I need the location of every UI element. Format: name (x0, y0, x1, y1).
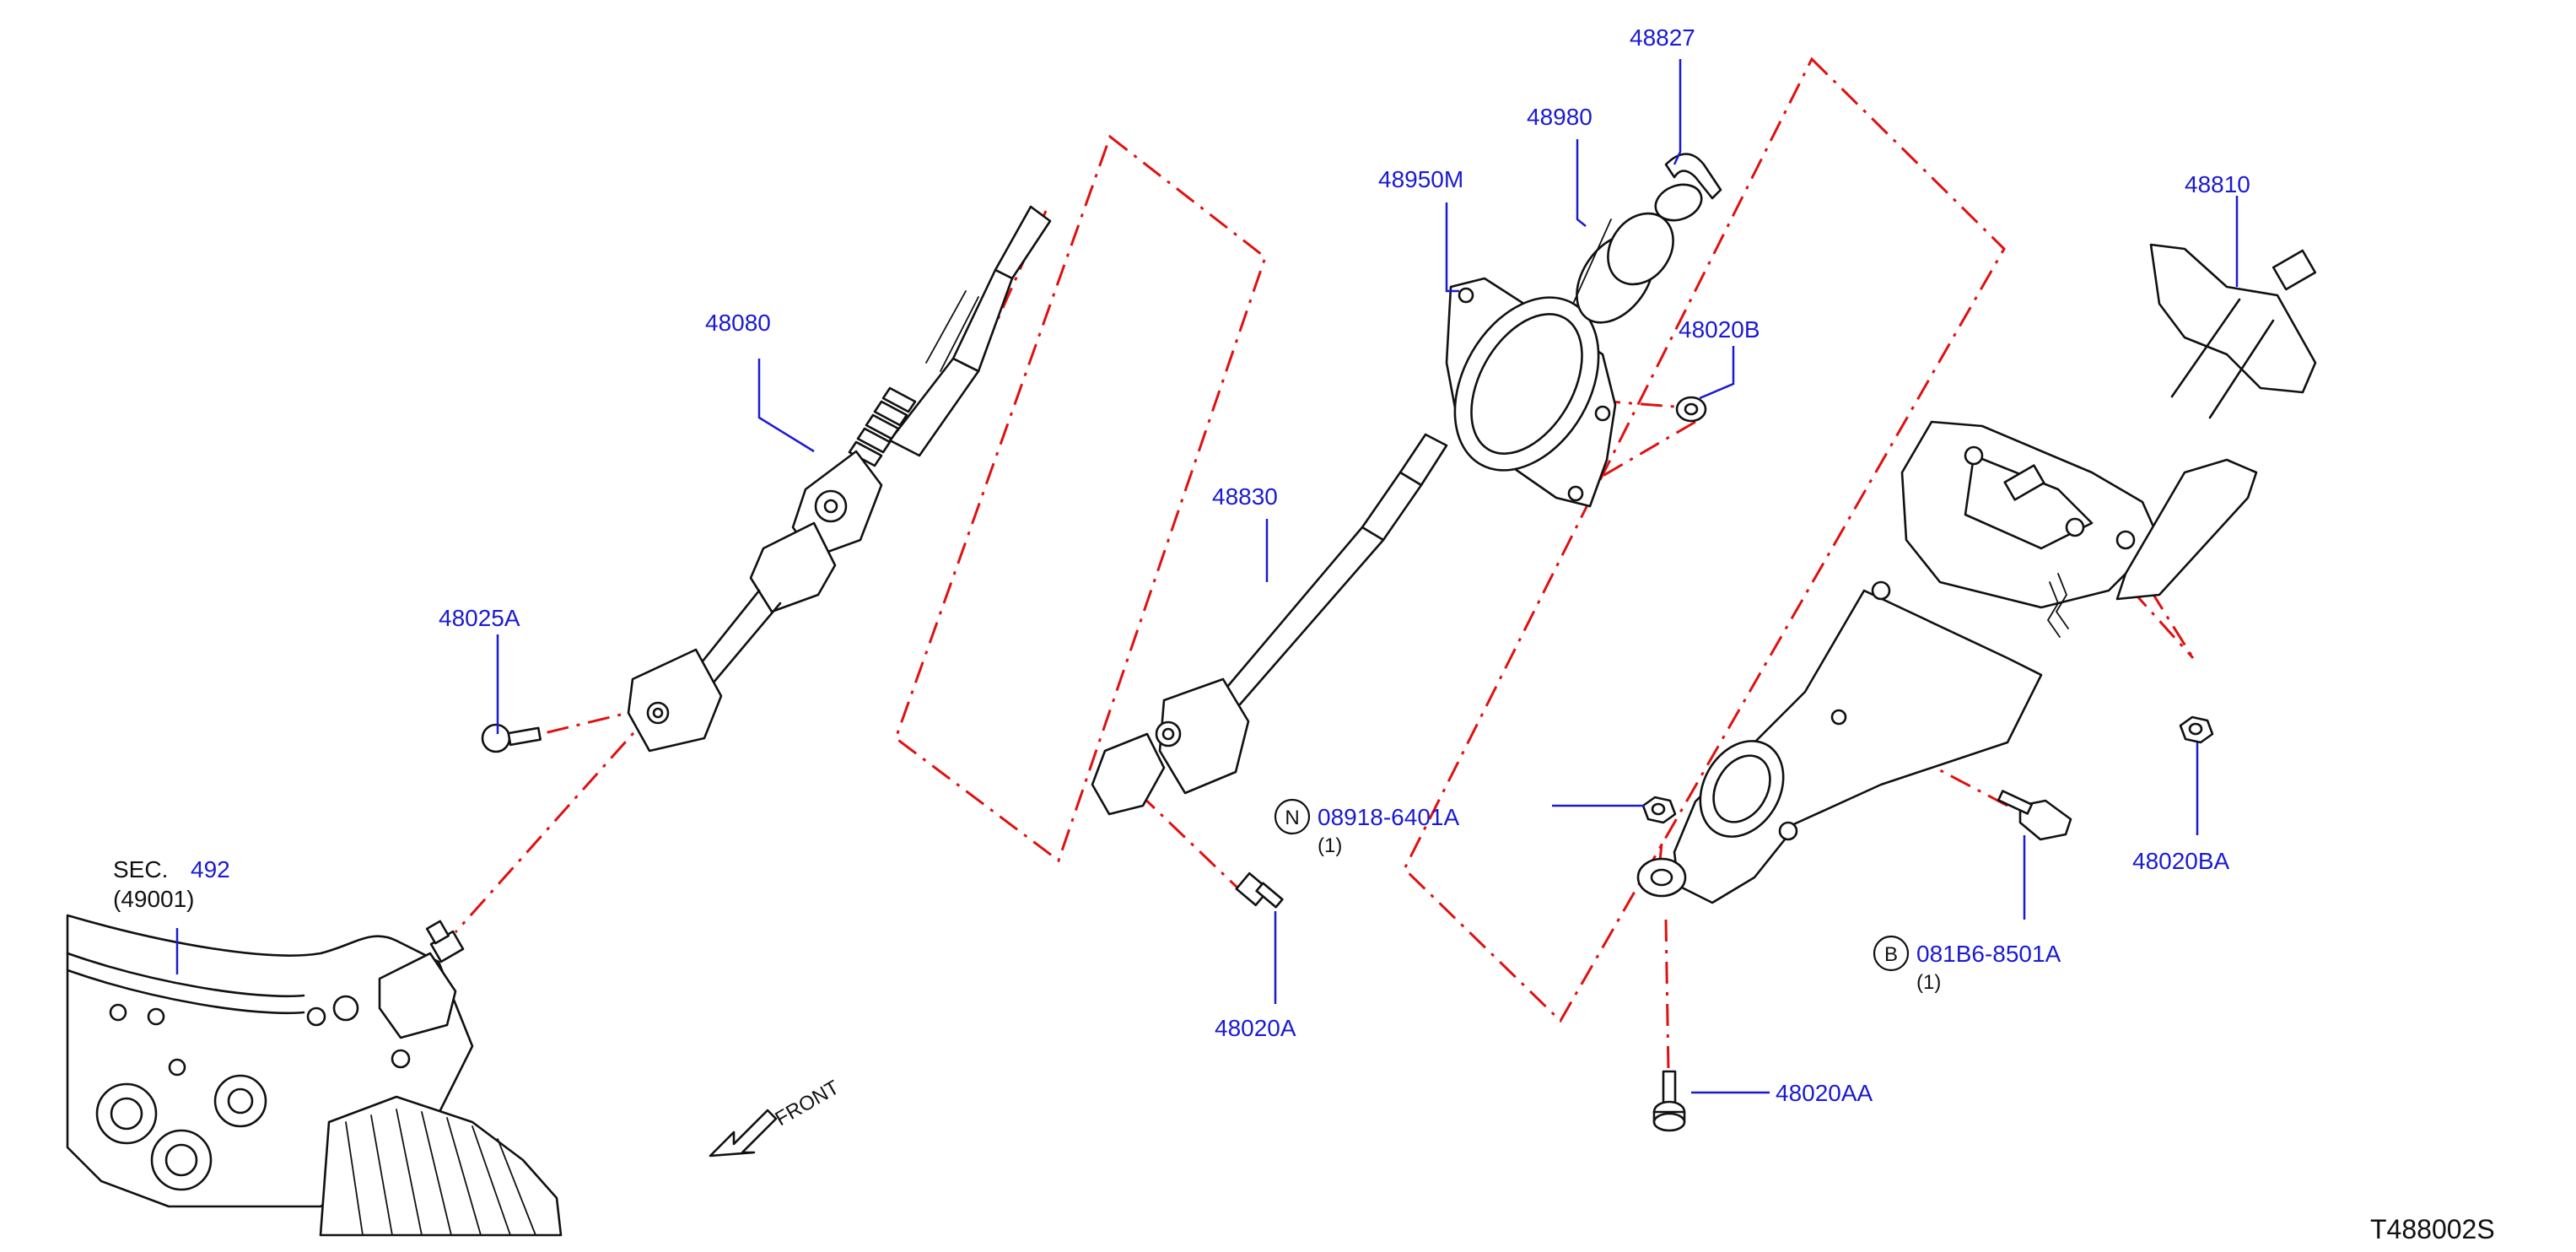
assembly-outlines (894, 57, 2006, 1023)
quantity-08918: (1) (1318, 834, 1342, 857)
b-marker-icon (1873, 935, 1910, 972)
label-48950m: 48950M (1378, 166, 1463, 192)
label-48025a: 48025A (439, 605, 520, 631)
n-marker-letter: N (1285, 807, 1299, 829)
callouts: 48827 48980 48950M 48810 48080 48020B 48… (113, 24, 2250, 1106)
nut-48020b (1675, 396, 1707, 423)
column-assembly-outline (1403, 57, 2006, 1023)
lower-shaft-48830 (1091, 433, 1448, 816)
seal-48980 (1572, 212, 1674, 324)
column-hole-cover-48950m (1445, 277, 1617, 508)
steering-column-48810 (1636, 243, 2317, 904)
label-081b6-8501a: B 081B6-8501A (1) (1873, 935, 2061, 994)
drawing-reference-code: T488002S (2370, 1214, 2495, 1244)
leader-lines (175, 59, 2239, 1094)
sec-sub-number: (49001) (113, 886, 195, 912)
label-48830: 48830 (1212, 483, 1278, 510)
label-48080: 48080 (705, 310, 771, 336)
bolt-48025a (481, 723, 542, 753)
part-number-081b6: 081B6-8501A (1916, 941, 2061, 967)
b-marker-letter: B (1884, 943, 1898, 966)
label-sec-492: SEC. 492 (49001) (113, 856, 230, 912)
intermediate-shaft-48080 (627, 205, 1052, 753)
label-48810: 48810 (2185, 171, 2250, 197)
label-48020b: 48020B (1679, 316, 1760, 343)
label-48020ba: 48020BA (2132, 848, 2230, 874)
front-label: FRONT (772, 1076, 843, 1131)
nut-08918-6401a (1641, 796, 1677, 824)
sec-number: 492 (191, 856, 230, 882)
lower-shaft-assembly-outline (894, 134, 1267, 863)
front-indicator: FRONT (709, 1076, 843, 1158)
sec-prefix: SEC. (113, 856, 168, 882)
clip-48827 (1654, 153, 1722, 222)
nut-48020ba (2179, 715, 2214, 744)
label-48020aa: 48020AA (1776, 1080, 1873, 1106)
label-48020a: 48020A (1215, 1015, 1296, 1041)
label-08918-6401a: N 08918-6401A (1) (1274, 798, 1459, 857)
quantity-081b6: (1) (1916, 971, 1941, 994)
steering-gear-rack (66, 914, 563, 1237)
bolt-48020aa (1652, 1070, 1686, 1132)
label-48827: 48827 (1630, 24, 1695, 51)
part-number-08918: 08918-6401A (1318, 804, 1459, 830)
n-marker-icon (1274, 798, 1311, 835)
front-arrow-icon (709, 1109, 778, 1158)
label-48980: 48980 (1527, 104, 1592, 130)
bolt-48020a (1235, 872, 1284, 909)
bolt-081b6-8501a (1997, 790, 2072, 841)
